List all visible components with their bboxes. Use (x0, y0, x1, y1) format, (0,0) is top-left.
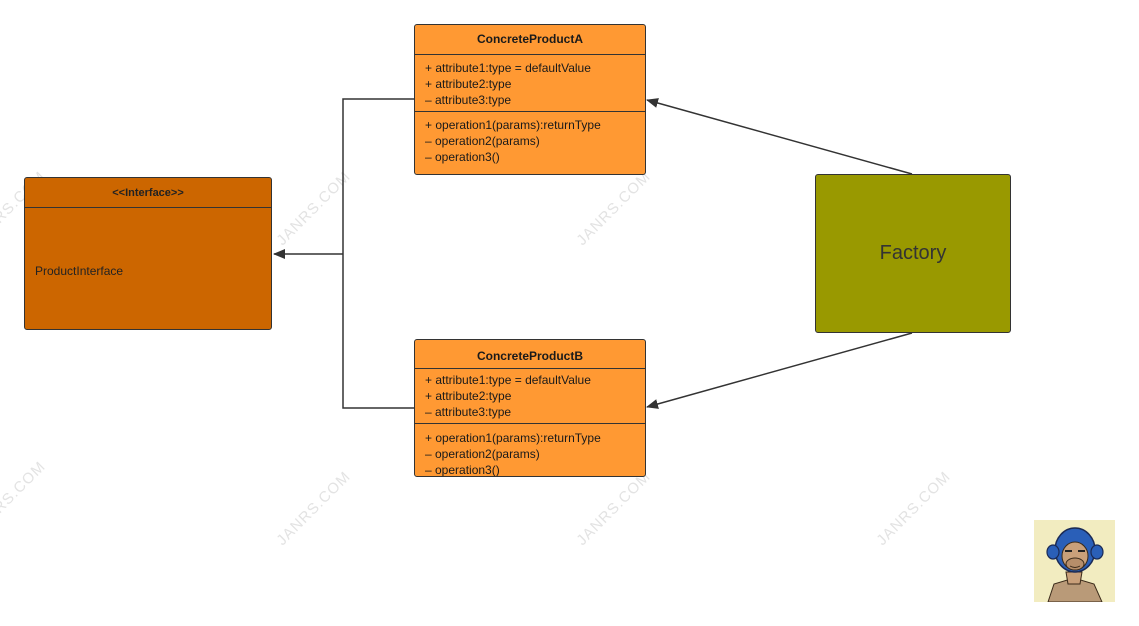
operation: + operation1(params):returnType (425, 118, 601, 132)
watermark: JANRS.COM (573, 168, 655, 249)
operation: – operation2(params) (425, 447, 540, 461)
attribute: – attribute3:type (425, 93, 512, 107)
product-b-to-interface-connector (342, 254, 415, 409)
concrete-product-a-box[interactable]: ConcreteProductA + attribute1:type = def… (414, 24, 646, 175)
operation: – operation3() (425, 150, 500, 164)
attributes-section: + attribute1:type = defaultValue + attri… (415, 369, 645, 423)
attribute: + attribute1:type = defaultValue (425, 61, 591, 75)
interface-name: ProductInterface (35, 264, 124, 278)
operation: – operation3() (425, 463, 500, 477)
operations-section: + operation1(params):returnType – operat… (415, 423, 645, 477)
ape-avatar-icon (1034, 520, 1115, 602)
attribute: + attribute2:type (425, 389, 512, 403)
concrete-product-b-box[interactable]: ConcreteProductB + attribute1:type = def… (414, 339, 646, 477)
factory-to-product-b-arrow (646, 332, 913, 409)
watermark: JANRS.COM (273, 168, 355, 249)
attribute: + attribute1:type = defaultValue (425, 373, 591, 387)
operation: + operation1(params):returnType (425, 431, 601, 445)
class-name: ConcreteProductA (415, 25, 645, 55)
attributes-section: + attribute1:type = defaultValue + attri… (415, 55, 645, 111)
watermark: JANRS.COM (873, 468, 955, 549)
product-a-to-interface-connector (342, 98, 415, 254)
factory-to-product-a-arrow (646, 98, 913, 175)
attribute: – attribute3:type (425, 405, 512, 419)
factory-box[interactable]: Factory (815, 174, 1011, 333)
operations-section: + operation1(params):returnType – operat… (415, 111, 645, 168)
watermark: JANRS.COM (273, 468, 355, 549)
product-interface-box[interactable]: <<Interface>> ProductInterface (24, 177, 272, 330)
class-name: ConcreteProductB (415, 340, 645, 369)
watermark: JANRS.COM (0, 458, 50, 539)
factory-label: Factory (879, 242, 947, 264)
watermark: JANRS.COM (573, 468, 655, 549)
interface-stereotype: <<Interface>> (25, 178, 271, 208)
attribute: + attribute2:type (425, 77, 512, 91)
operation: – operation2(params) (425, 134, 540, 148)
